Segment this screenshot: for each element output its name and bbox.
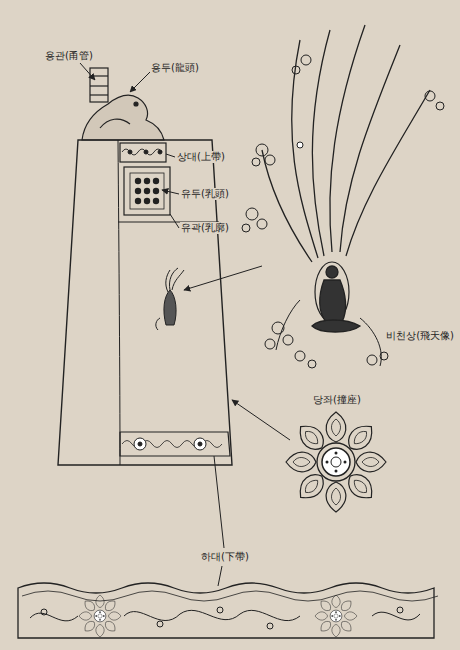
part-label: 하대(下帶) [200,551,250,563]
part-label: 비천상(飛天像) [385,330,455,342]
bell-body [58,140,232,465]
upper-band [120,143,166,162]
part-label: 용관(甬管) [44,50,94,62]
part-label: 상대(上帶) [176,151,226,163]
part-label: 유두(乳頭) [180,188,230,200]
striking-seat [286,412,386,512]
cloud-flowers [242,55,444,368]
part-label: 당좌(撞座) [312,394,362,406]
part-label: 유곽(乳廓) [180,222,230,234]
leader-lines [80,63,290,586]
nipple-frame [124,167,170,215]
flying-figure [262,25,430,366]
small-flying-figure [156,268,184,330]
part-label: 용두(龍頭) [150,62,200,74]
lower-band [120,432,230,456]
bottom-band-detail [18,583,438,638]
